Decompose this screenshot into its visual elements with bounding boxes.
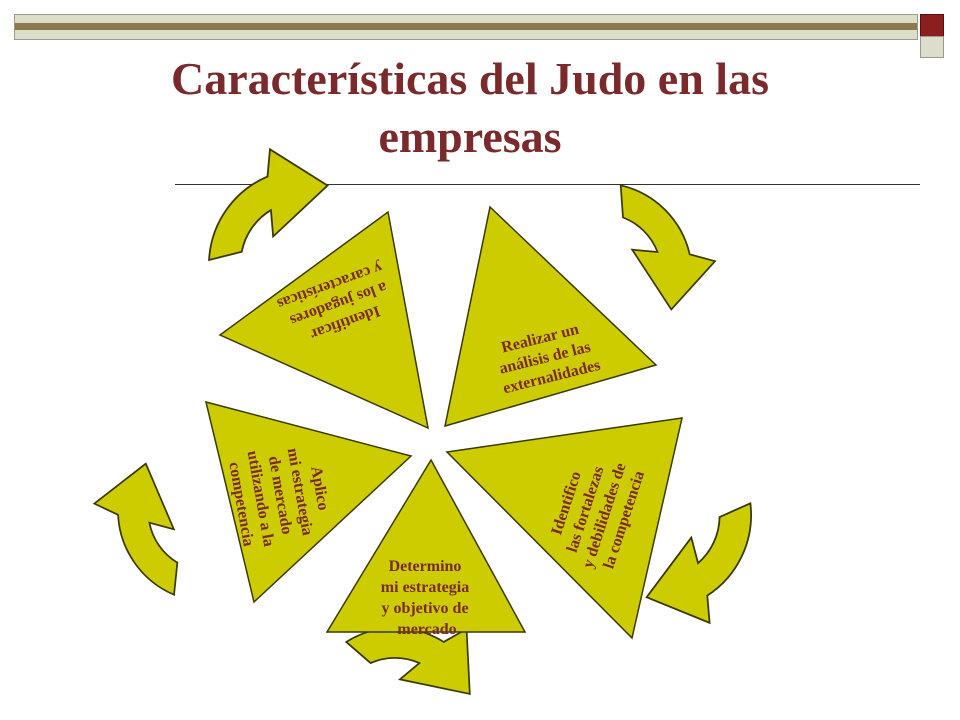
curved-arrow-top-left — [208, 147, 329, 262]
top-bar-stripe — [15, 23, 917, 30]
slide-title-line-1: Características del Judo en las — [171, 53, 769, 104]
triangle-step-1 — [218, 210, 429, 430]
title-divider — [175, 184, 920, 185]
corner-decoration-lower — [920, 36, 944, 58]
step-1-text: Identificar a los jugadores y caracterís… — [275, 259, 398, 350]
triangle-step-5 — [204, 400, 413, 604]
step-4-line: mi estrategia — [381, 579, 469, 596]
curved-arrow-right — [645, 501, 752, 625]
top-decorative-bar — [14, 14, 918, 40]
triangle-step-3 — [445, 417, 683, 640]
triangle-step-2 — [444, 205, 658, 428]
curved-arrow-top-right — [619, 184, 717, 311]
step-4-line: mercado — [397, 621, 456, 638]
step-4-line: Determino — [389, 558, 462, 575]
slide-title-line-2: empresas — [378, 111, 562, 162]
step-4-text: Determino mi estrategia y objetivo de me… — [381, 558, 473, 638]
slide-title: Características del Judo en las empresas — [60, 50, 880, 166]
step-3-text: Identifico las fortalezas y debilidades … — [542, 445, 650, 577]
step-4-line: y objetivo de — [381, 600, 468, 617]
curved-arrow-left — [92, 462, 179, 596]
triangle-step-4 — [325, 458, 527, 633]
